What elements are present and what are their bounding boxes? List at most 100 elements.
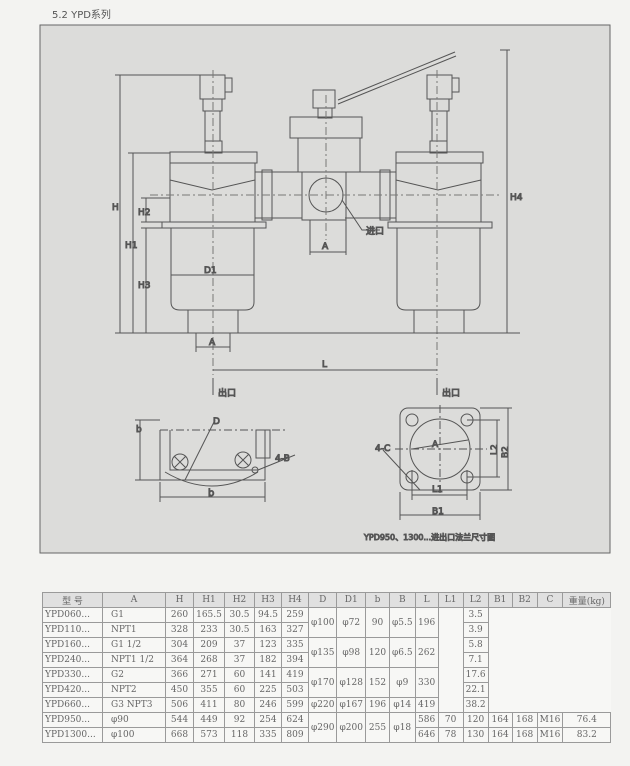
table-cell: 7.1 bbox=[462, 652, 489, 668]
dim-label-A-flange: A bbox=[432, 440, 439, 450]
table-cell: 17.6 bbox=[462, 667, 489, 683]
table-cell: 262 bbox=[414, 637, 439, 668]
section-title: 5.2 YPD系列 bbox=[52, 10, 111, 21]
table-cell: 120 bbox=[364, 637, 390, 668]
table-cell: φ200 bbox=[336, 712, 366, 743]
table-cell: 586 bbox=[414, 712, 439, 728]
column-header: L1 bbox=[437, 592, 464, 608]
table-cell: 70 bbox=[437, 712, 464, 728]
dim-label-L1: L1 bbox=[432, 485, 443, 495]
table-cell: 152 bbox=[364, 667, 390, 698]
table-cell: M16 bbox=[536, 727, 564, 743]
holes-label-4B: 4-B bbox=[275, 454, 290, 464]
column-header: B bbox=[388, 592, 416, 608]
column-header: 型 号 bbox=[42, 592, 103, 608]
table-cell: 809 bbox=[281, 727, 309, 743]
column-header: H4 bbox=[281, 592, 309, 608]
table-cell: 118 bbox=[224, 727, 255, 743]
table-cell: 260 bbox=[165, 607, 194, 623]
table-cell: NPT1 1/2 bbox=[102, 652, 166, 668]
right-filter-housing bbox=[387, 74, 493, 334]
table-cell: φ128 bbox=[336, 667, 366, 698]
table-cell: 168 bbox=[511, 727, 538, 743]
changeover-valve bbox=[289, 51, 457, 221]
column-header: H1 bbox=[193, 592, 225, 608]
table-cell: 37 bbox=[224, 652, 255, 668]
table-cell: φ72 bbox=[336, 607, 366, 638]
table-cell: 411 bbox=[193, 697, 225, 713]
table-cell: 165.5 bbox=[193, 607, 225, 623]
dim-label-D1: D1 bbox=[204, 266, 217, 276]
table-cell: 246 bbox=[254, 697, 282, 713]
table-cell: 254 bbox=[254, 712, 282, 728]
table-cell: NPT1 bbox=[102, 622, 166, 638]
table-cell: NPT2 bbox=[102, 682, 166, 698]
table-cell: 209 bbox=[193, 637, 225, 653]
table-cell: 78 bbox=[437, 727, 464, 743]
dimension-lines bbox=[115, 49, 520, 395]
table-cell: 141 bbox=[254, 667, 282, 683]
table-cell: 60 bbox=[224, 667, 255, 683]
table-cell: 599 bbox=[281, 697, 309, 713]
dim-label-b-vertical: b bbox=[136, 425, 142, 435]
table-cell: 182 bbox=[254, 652, 282, 668]
dim-label-H: H bbox=[112, 203, 119, 213]
table-cell: 22.1 bbox=[462, 682, 489, 698]
table-cell: 506 bbox=[165, 697, 194, 713]
table-cell: 164 bbox=[487, 727, 513, 743]
table-cell: φ170 bbox=[307, 667, 338, 698]
outlet-label-right: 出口 bbox=[442, 387, 460, 399]
table-cell: 164 bbox=[487, 712, 513, 728]
table-cell: 268 bbox=[193, 652, 225, 668]
table-cell: φ14 bbox=[388, 697, 416, 713]
table-cell: 94.5 bbox=[254, 607, 282, 623]
table-cell: 646 bbox=[414, 727, 439, 743]
table-cell: 120 bbox=[462, 712, 489, 728]
table-cell: 30.5 bbox=[224, 622, 255, 638]
column-header: H3 bbox=[254, 592, 282, 608]
table-cell: 304 bbox=[165, 637, 194, 653]
table-cell: 394 bbox=[281, 652, 309, 668]
table-cell: 573 bbox=[193, 727, 225, 743]
column-header: H bbox=[165, 592, 194, 608]
table-cell: φ98 bbox=[336, 637, 366, 668]
column-header: L bbox=[414, 592, 439, 608]
table-cell bbox=[437, 607, 464, 713]
table-cell: 624 bbox=[281, 712, 309, 728]
table-cell: 330 bbox=[414, 667, 439, 698]
table-cell: φ220 bbox=[307, 697, 338, 713]
table-cell: YPD420... bbox=[42, 682, 103, 698]
table-cell: φ290 bbox=[307, 712, 338, 743]
table-cell: 233 bbox=[193, 622, 225, 638]
table-cell: 419 bbox=[414, 697, 439, 713]
column-header: B1 bbox=[487, 592, 513, 608]
dim-label-H4: H4 bbox=[510, 193, 523, 203]
table-cell: 80 bbox=[224, 697, 255, 713]
bottom-mount-view bbox=[135, 419, 296, 502]
dim-label-D: D bbox=[213, 417, 220, 427]
table-cell: YPD660... bbox=[42, 697, 103, 713]
connecting-pipes bbox=[255, 171, 396, 219]
table-cell: 328 bbox=[165, 622, 194, 638]
table-cell: 419 bbox=[281, 667, 309, 683]
table-cell: 60 bbox=[224, 682, 255, 698]
table-cell: 225 bbox=[254, 682, 282, 698]
outlet-label-left: 出口 bbox=[218, 387, 236, 399]
table-cell: YPD330... bbox=[42, 667, 103, 683]
table-cell: 92 bbox=[224, 712, 255, 728]
table-cell: 503 bbox=[281, 682, 309, 698]
dim-label-H1: H1 bbox=[125, 241, 138, 251]
table-cell: YPD950... bbox=[42, 712, 103, 728]
table-cell: 255 bbox=[364, 712, 390, 743]
table-cell: 355 bbox=[193, 682, 225, 698]
flange-caption: YPD950、1300...进出口法兰尺寸图 bbox=[363, 532, 495, 542]
table-cell: YPD060... bbox=[42, 607, 103, 623]
column-header: A bbox=[102, 592, 166, 608]
table-cell: 83.2 bbox=[562, 727, 612, 743]
table-cell: YPD1300... bbox=[42, 727, 103, 743]
table-cell: 271 bbox=[193, 667, 225, 683]
